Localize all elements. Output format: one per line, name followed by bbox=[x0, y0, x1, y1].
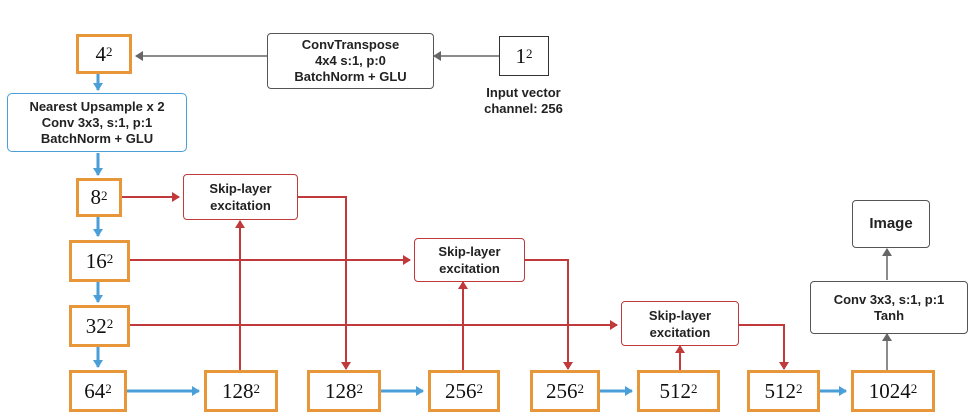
fm1024-base: 1024 bbox=[868, 378, 911, 403]
fm256b-base: 256 bbox=[546, 378, 578, 403]
convtranspose-line1: ConvTranspose bbox=[301, 37, 400, 52]
input-vector-exp: 2 bbox=[526, 46, 533, 61]
upsample-block: Nearest Upsample x 2 Conv 3x3, s:1, p:1 … bbox=[7, 93, 187, 152]
final-conv-block: Conv 3x3, s:1, p:1 Tanh bbox=[810, 281, 968, 334]
final-conv-line2: Tanh bbox=[873, 307, 905, 323]
sle-block-2: Skip-layer excitation bbox=[414, 238, 525, 282]
image-output-box: Image bbox=[852, 200, 930, 248]
fm256a-base: 256 bbox=[445, 378, 477, 403]
upsample-line3: BatchNorm + GLU bbox=[40, 130, 154, 146]
fm8-exp: 2 bbox=[101, 187, 108, 203]
fm128a-base: 128 bbox=[222, 378, 254, 403]
fm16-exp: 2 bbox=[106, 251, 114, 266]
sle1-line1: Skip-layer bbox=[209, 181, 272, 196]
input-caption-line2: channel: 256 bbox=[484, 101, 563, 116]
fm128b-exp: 2 bbox=[356, 381, 364, 396]
fm32-base: 32 bbox=[85, 313, 107, 338]
fm128b-base: 128 bbox=[325, 378, 357, 403]
sle2-line1: Skip-layer bbox=[438, 244, 501, 259]
sle1-line2: excitation bbox=[210, 198, 271, 213]
final-conv-line1: Conv 3x3, s:1, p:1 bbox=[833, 291, 945, 307]
fm512a-exp: 2 bbox=[691, 381, 698, 396]
fm16-base: 16 bbox=[85, 248, 107, 273]
upsample-line1: Nearest Upsample x 2 bbox=[29, 98, 165, 114]
fm8-base: 8 bbox=[90, 185, 102, 209]
sle3-line1: Skip-layer bbox=[648, 307, 712, 323]
sle2-line2: excitation bbox=[439, 261, 500, 276]
skip-line-sle1-to-128b bbox=[298, 196, 351, 370]
input-vector-base: 1 bbox=[515, 43, 527, 68]
sle-block-3: Skip-layer excitation bbox=[621, 301, 739, 346]
upsample-line2: Conv 3x3, s:1, p:1 bbox=[41, 114, 153, 130]
fm128a-exp: 2 bbox=[253, 381, 261, 396]
input-caption-line1: Input vector bbox=[486, 85, 561, 100]
convtranspose-block: ConvTranspose 4x4 s:1, p:0 BatchNorm + G… bbox=[267, 33, 434, 89]
fm32-exp: 2 bbox=[106, 316, 114, 331]
fm64-base: 64 bbox=[84, 378, 106, 403]
fm256b-exp: 2 bbox=[577, 381, 585, 396]
input-vector-caption: Input vector channel: 256 bbox=[466, 85, 581, 117]
skip-line-sle3-to-512b bbox=[739, 324, 789, 370]
image-output-label: Image bbox=[869, 215, 913, 232]
sle-block-1: Skip-layer excitation bbox=[183, 174, 298, 220]
sle3-line2: excitation bbox=[649, 324, 711, 340]
fm64-exp: 2 bbox=[105, 381, 112, 396]
fm512a-base: 512 bbox=[659, 378, 692, 403]
fm4-base: 4 bbox=[95, 41, 107, 66]
fm1024-exp: 2 bbox=[910, 381, 918, 396]
fm4-exp: 2 bbox=[106, 44, 113, 59]
fm512b-base: 512 bbox=[764, 378, 797, 403]
fm256a-exp: 2 bbox=[476, 381, 484, 396]
convtranspose-line2: 4x4 s:1, p:0 bbox=[315, 53, 386, 68]
convtranspose-line3: BatchNorm + GLU bbox=[294, 69, 407, 84]
skip-line-sle2-to-256b bbox=[525, 259, 573, 370]
fm512b-exp: 2 bbox=[796, 381, 803, 396]
